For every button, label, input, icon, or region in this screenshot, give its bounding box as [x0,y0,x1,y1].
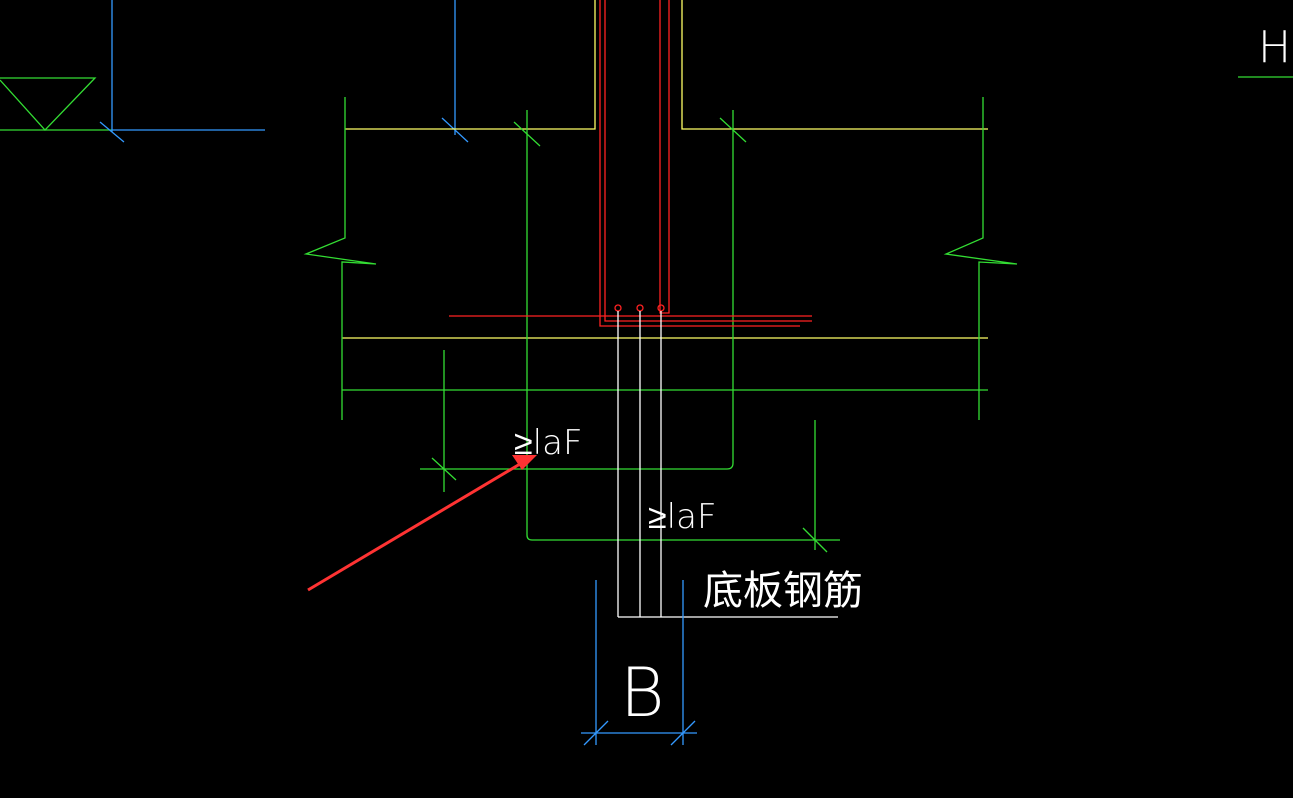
top-left-dimension [99,0,265,143]
upper-blue-dimension [441,0,469,143]
water-level-symbol [0,77,112,131]
corner-label: H [1258,22,1291,73]
corner-label-group: H [1238,22,1293,78]
bottom-slab-rebar-label: 底板钢筋 [703,568,863,614]
dimension-b-group [581,580,697,746]
rebar-green [420,110,840,553]
anchor-length-label-lower: ≥laF [648,497,717,537]
column-rebar-red [449,0,812,327]
annotation-arrow [307,455,537,592]
slab-outline-green [303,97,1018,420]
wall-outline-yellow [342,0,988,339]
rebar-white [617,311,838,618]
dimension-b-label: B [620,654,665,733]
